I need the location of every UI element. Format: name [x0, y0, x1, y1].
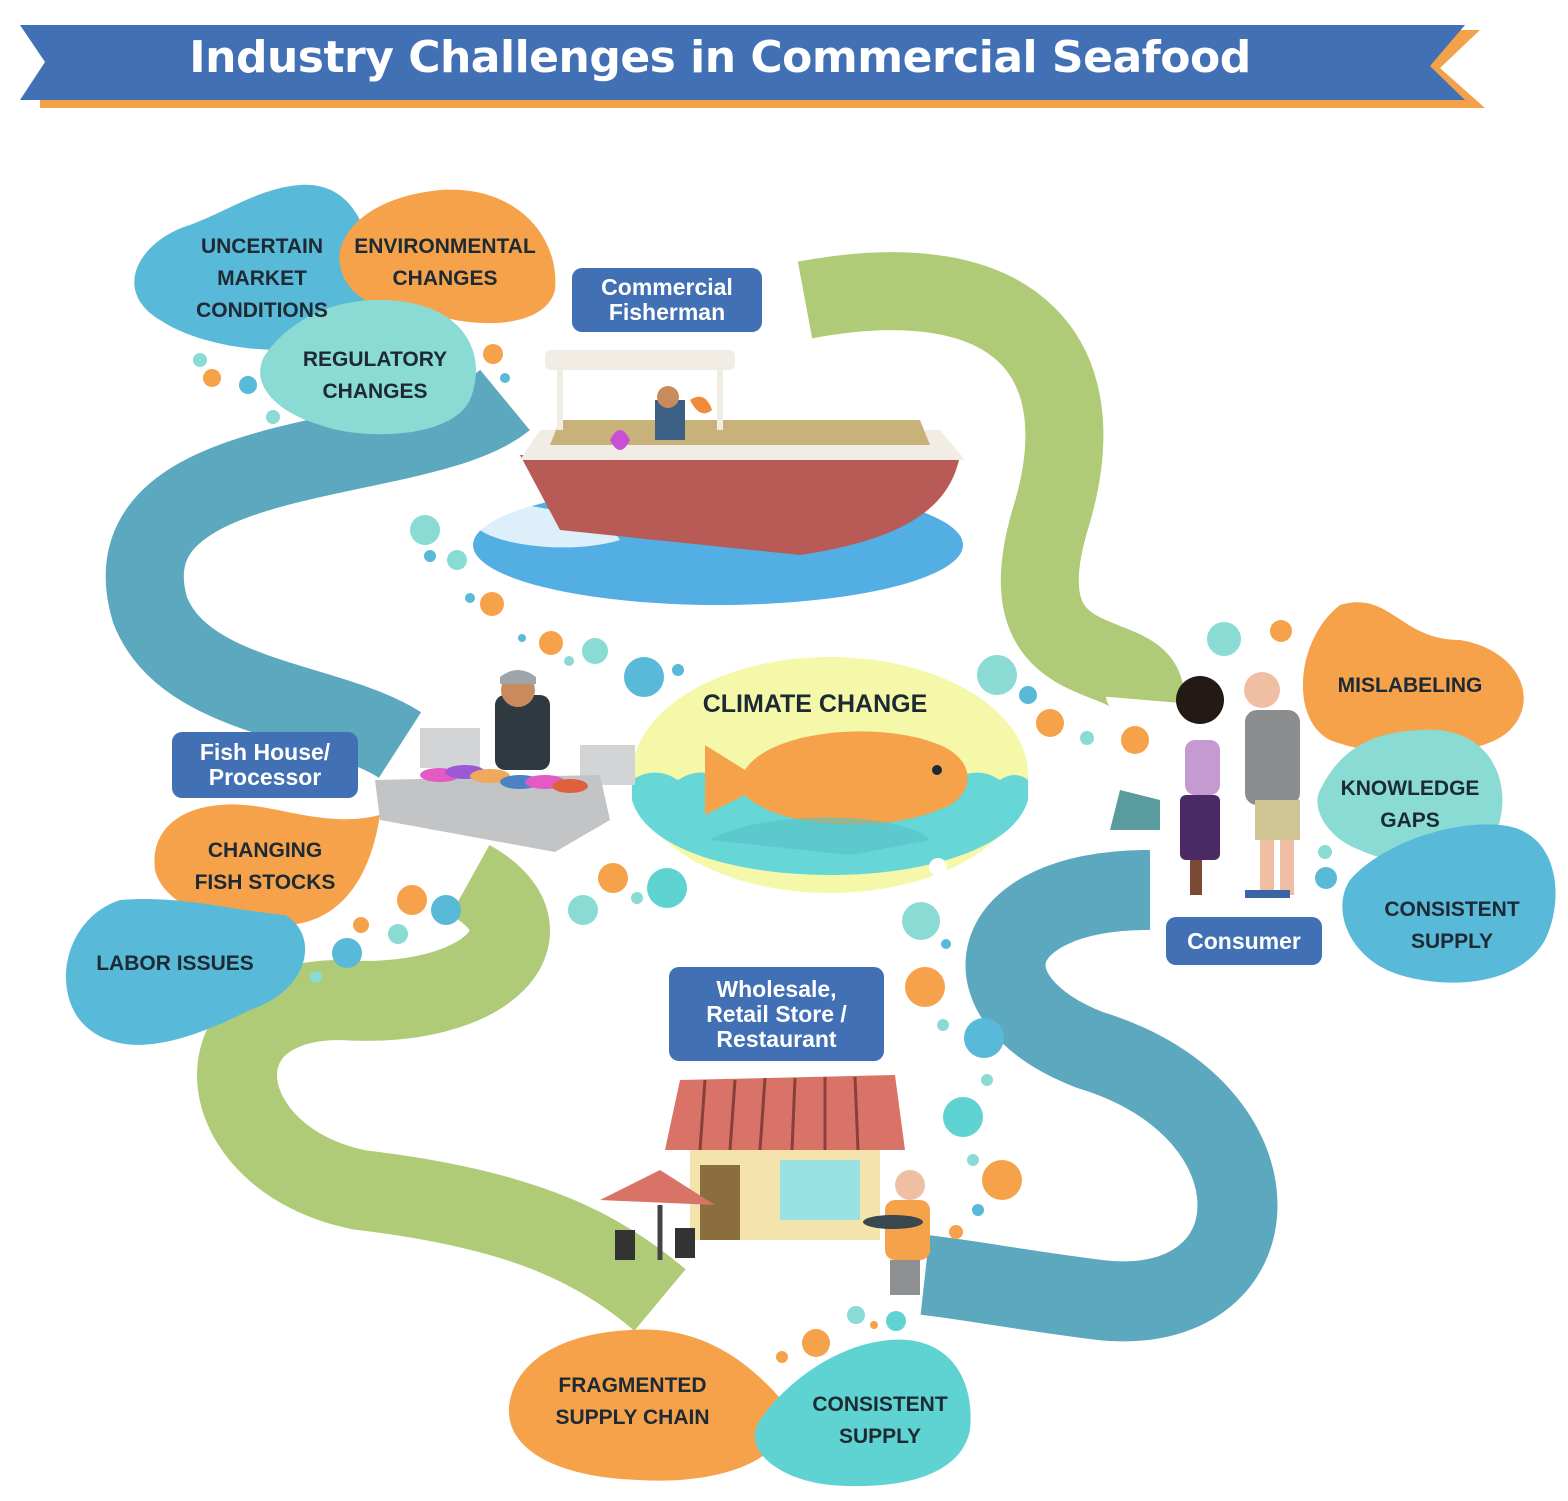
- challenge-consistent-supply-consumer: CONSISTENT SUPPLY: [1372, 894, 1532, 958]
- stage-label-line: Consumer: [1187, 927, 1301, 954]
- challenge-line: UNCERTAIN: [200, 235, 324, 258]
- stage-fish-house-processor: Fish House/ Processor: [172, 732, 358, 798]
- challenge-fragmented-supply-chain: FRAGMENTED SUPPLY CHAIN: [540, 1370, 725, 1434]
- climate-change-label: CLIMATE CHANGE: [702, 690, 928, 718]
- challenge-line: SUPPLY CHAIN: [555, 1406, 710, 1429]
- fragmented-supply-blob: [508, 1329, 790, 1481]
- challenge-line: GAPS: [1380, 809, 1440, 832]
- processor-illustration: [375, 670, 635, 852]
- challenge-consistent-supply-retail: CONSISTENT SUPPLY: [800, 1389, 960, 1453]
- climate-change-scene: [632, 657, 1028, 893]
- stage-commercial-fisherman: Commercial Fisherman: [572, 268, 762, 332]
- challenge-line: FRAGMENTED: [558, 1374, 707, 1397]
- challenge-changing-fish-stocks: CHANGING FISH STOCKS: [180, 835, 350, 899]
- challenge-uncertain-market: UNCERTAIN MARKET CONDITIONS: [172, 231, 352, 327]
- challenge-line: CHANGING: [207, 839, 323, 862]
- title-banner: [20, 25, 1485, 108]
- stage-label-line: Wholesale,: [716, 975, 837, 1002]
- challenge-line: CONSISTENT: [1384, 898, 1520, 921]
- mislabeling-blob: [1302, 602, 1524, 754]
- fisherman-boat-illustration: [473, 350, 965, 605]
- challenge-line: CHANGES: [392, 267, 498, 290]
- stage-label-line: Fish House/: [199, 739, 331, 765]
- environmental-blob: [339, 189, 556, 324]
- supply-river: [105, 252, 1278, 1342]
- challenge-line: MARKET: [217, 267, 307, 290]
- stage-label-line: Restaurant: [716, 1025, 837, 1052]
- stage-consumer: Consumer: [1166, 917, 1322, 965]
- challenge-line: CONDITIONS: [196, 299, 328, 322]
- consistent-supply-right-blob: [1342, 824, 1556, 983]
- changing-fish-stocks-blob: [154, 804, 380, 926]
- stage-label-line: Fisherman: [608, 299, 726, 325]
- challenge-line: KNOWLEDGE: [1340, 777, 1480, 800]
- uncertain-market-blob: [134, 184, 374, 350]
- consumer-illustration: [1110, 672, 1300, 898]
- challenge-line: ENVIRONMENTAL: [354, 235, 536, 258]
- challenge-line: MISLABELING: [1337, 674, 1483, 697]
- stage-label-line: Retail Store /: [706, 1000, 847, 1027]
- challenge-knowledge-gaps: KNOWLEDGE GAPS: [1330, 773, 1490, 837]
- regulatory-blob: [260, 300, 476, 435]
- challenge-labor-issues: LABOR ISSUES: [90, 948, 260, 980]
- page-title: Industry Challenges in Commercial Seafoo…: [189, 32, 1251, 83]
- challenge-mislabeling: MISLABELING: [1325, 670, 1495, 702]
- challenge-line: FISH STOCKS: [194, 871, 336, 894]
- decorative-dots: [193, 344, 1337, 1363]
- challenge-line: CHANGES: [322, 380, 428, 403]
- stage-label-line: Processor: [208, 764, 322, 790]
- labor-issues-blob: [66, 898, 306, 1045]
- retail-store-illustration: [600, 1075, 930, 1295]
- consistent-supply-bottom-blob: [754, 1339, 971, 1487]
- challenge-line: SUPPLY: [1410, 930, 1494, 953]
- challenge-regulatory-changes: REGULATORY CHANGES: [290, 344, 460, 408]
- challenge-line: SUPPLY: [838, 1425, 922, 1448]
- challenge-line: LABOR ISSUES: [96, 952, 254, 975]
- challenge-environmental-changes: ENVIRONMENTAL CHANGES: [345, 231, 545, 295]
- challenge-line: REGULATORY: [302, 348, 448, 371]
- challenge-line: CONSISTENT: [812, 1393, 948, 1416]
- stage-wholesale-retail: Wholesale, Retail Store / Restaurant: [669, 967, 884, 1061]
- stage-label-line: Commercial: [601, 274, 733, 300]
